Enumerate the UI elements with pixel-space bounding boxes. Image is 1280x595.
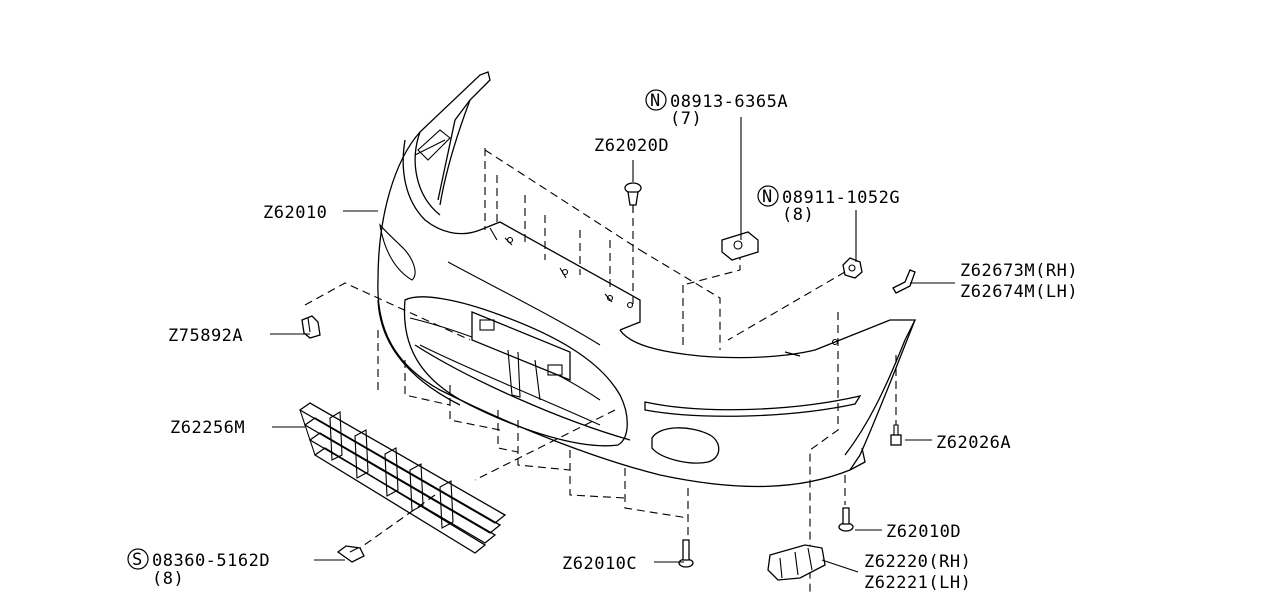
label-08911-qty: (8) — [782, 205, 814, 225]
label-z62010d[interactable]: Z62010D — [886, 522, 961, 542]
bolt-08360-part[interactable] — [336, 545, 365, 563]
marker-n-1: N — [645, 89, 667, 111]
clip-z62020d-part[interactable] — [624, 182, 642, 212]
label-08913-qty: (7) — [670, 109, 702, 129]
clip-z75892a-part[interactable] — [301, 315, 321, 339]
assembly-lines — [304, 148, 897, 595]
label-z62026a[interactable]: Z62026A — [936, 433, 1011, 453]
label-z62256m[interactable]: Z62256M — [170, 418, 245, 438]
screw-z62010c-part[interactable] — [678, 539, 694, 568]
label-08360-5162d[interactable]: 08360-5162D — [152, 551, 270, 571]
screw-z62010d-part[interactable] — [838, 507, 854, 532]
label-z75892a[interactable]: Z75892A — [168, 326, 243, 346]
part-labels: Z62010 Z75892A Z62256M 08360-5162D (8) Z… — [152, 92, 1078, 593]
marker-n-2-text: N — [762, 187, 773, 207]
leader-lines — [270, 117, 955, 573]
marker-n-1-text: N — [650, 91, 661, 111]
label-z62221[interactable]: Z62221(LH) — [864, 573, 971, 593]
screw-z62026a-part[interactable] — [890, 424, 902, 446]
front-grille-z62256m[interactable] — [298, 402, 507, 554]
nut-08911-part[interactable] — [842, 257, 863, 279]
marker-s: S — [127, 548, 149, 570]
bracket-nut-08913-part[interactable] — [721, 231, 759, 261]
label-08913-6365a[interactable]: 08913-6365A — [670, 92, 788, 112]
front-bumper-fascia[interactable] — [377, 71, 917, 488]
label-z62020d[interactable]: Z62020D — [594, 136, 669, 156]
seal-z62673m-part[interactable] — [892, 269, 916, 294]
label-08360-qty: (8) — [152, 569, 184, 589]
bracket-z62220-part[interactable] — [767, 544, 826, 581]
label-z62673m[interactable]: Z62673M(RH) — [960, 261, 1078, 281]
label-z62220[interactable]: Z62220(RH) — [864, 552, 971, 572]
label-z62674m[interactable]: Z62674M(LH) — [960, 282, 1078, 302]
marker-s-text: S — [132, 550, 143, 570]
label-08911-1052g[interactable]: 08911-1052G — [782, 188, 900, 208]
label-z62010[interactable]: Z62010 — [263, 203, 327, 223]
marker-n-2: N — [757, 185, 779, 207]
label-z62010c[interactable]: Z62010C — [562, 554, 637, 574]
